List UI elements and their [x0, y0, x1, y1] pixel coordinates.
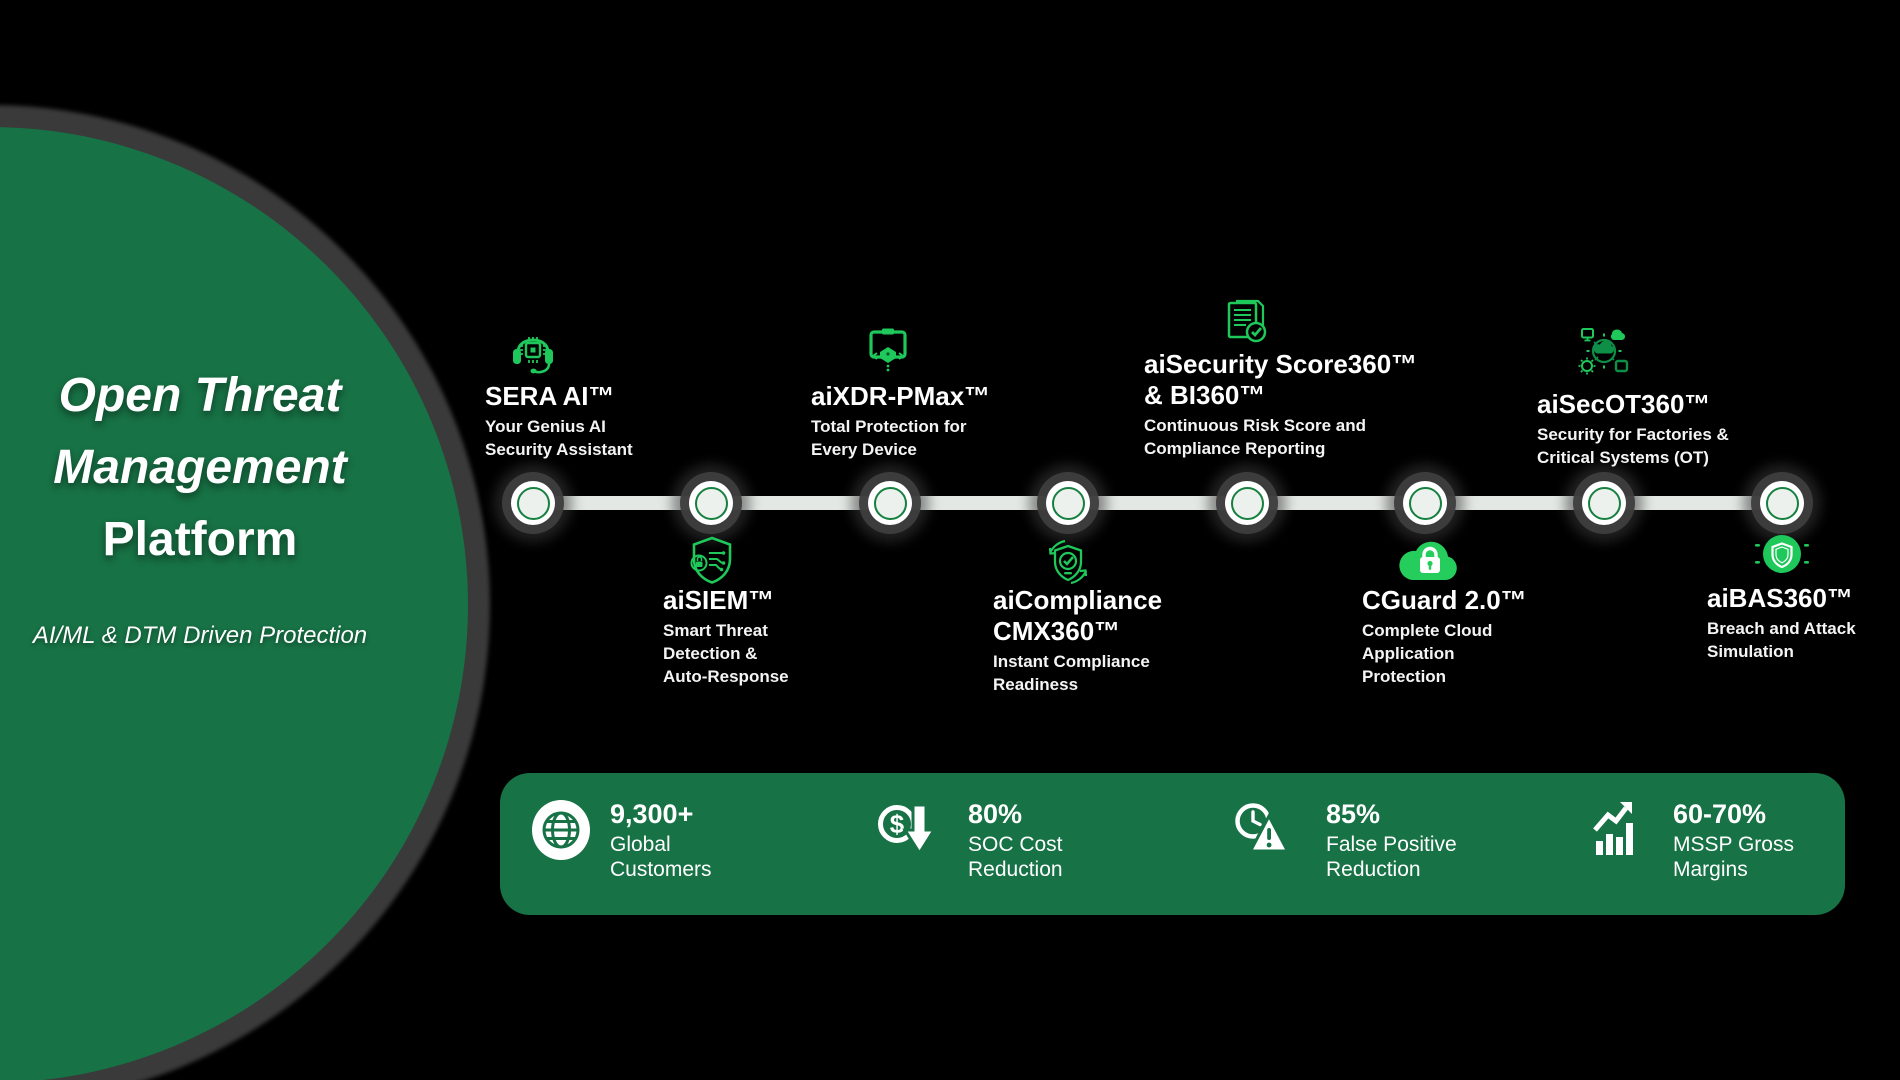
stat-global-customers: 9,300+ Global Customers	[610, 799, 712, 882]
product-title: aiSecurity Score360™	[1144, 349, 1418, 379]
product-aixdr-pmax: aiXDR-PMax™ Total Protection for Every D…	[811, 381, 990, 461]
desc-line: Compliance Reporting	[1144, 439, 1326, 458]
desc-line: Complete Cloud	[1362, 621, 1493, 640]
timeline-node	[1760, 481, 1804, 525]
timeline-node	[511, 481, 555, 525]
product-title: SERA AI™	[485, 381, 615, 411]
dollar-decrease-icon: $	[876, 800, 937, 863]
desc-line: Instant Compliance	[993, 652, 1150, 671]
stat-label: False Positive	[1326, 833, 1457, 856]
product-title: aiCompliance	[993, 585, 1163, 615]
desc-line: Smart Threat	[663, 621, 768, 640]
product-desc: Security for Factories & Critical System…	[1537, 423, 1729, 469]
stat-soc-cost-reduction: 80% SOC Cost Reduction	[968, 799, 1063, 882]
ot-network-icon	[1578, 324, 1630, 381]
stat-mssp-gross-margins: 60-70% MSSP Gross Margins	[1673, 799, 1794, 882]
product-aisecot360: aiSecOT360™ Security for Factories & Cri…	[1537, 389, 1729, 469]
stat-label: Global	[610, 833, 671, 856]
product-desc: Complete Cloud Application Protection	[1362, 619, 1527, 688]
timeline-node	[1582, 481, 1626, 525]
product-desc: Total Protection for Every Device	[811, 415, 990, 461]
desc-line: Breach and Attack	[1707, 619, 1856, 638]
device-lock-icon	[864, 327, 912, 378]
page-title: Open Threat Management Platform	[0, 360, 400, 576]
product-title: aiBAS360™	[1707, 583, 1853, 613]
product-aisecurity-score360-bi360: aiSecurity Score360™ & BI360™ Continuous…	[1144, 349, 1417, 460]
globe-icon	[530, 799, 592, 866]
product-desc: Your Genius AI Security Assistant	[485, 415, 633, 461]
product-title: aiSecOT360™	[1537, 389, 1711, 419]
timeline-node	[1225, 481, 1269, 525]
product-aisiem: aiSIEM™ Smart Threat Detection & Auto-Re…	[663, 585, 789, 688]
product-desc: Instant Compliance Readiness	[993, 650, 1162, 696]
svg-text:$: $	[890, 809, 905, 839]
product-title: aiSIEM™	[663, 585, 775, 615]
title-line: Open Threat	[58, 369, 342, 422]
timeline-node	[1046, 481, 1090, 525]
page-subtitle: AI/ML & DTM Driven Protection	[32, 622, 368, 649]
desc-line: Simulation	[1707, 642, 1794, 661]
clock-alert-icon	[1233, 801, 1291, 862]
product-sera-ai: SERA AI™ Your Genius AI Security Assista…	[485, 381, 633, 461]
cloud-lock-icon	[1398, 538, 1462, 587]
desc-line: Security for Factories &	[1537, 425, 1729, 444]
timeline-node	[689, 481, 733, 525]
product-desc: Smart Threat Detection & Auto-Response	[663, 619, 789, 688]
product-aicompliance-cmx360: aiCompliance CMX360™ Instant Compliance …	[993, 585, 1162, 696]
stat-label: SOC Cost	[968, 833, 1063, 856]
stat-label: MSSP Gross	[1673, 833, 1794, 856]
product-cguard-2-0: CGuard 2.0™ Complete Cloud Application P…	[1362, 585, 1527, 688]
stat-value: 60-70%	[1673, 799, 1767, 829]
product-desc: Breach and Attack Simulation	[1707, 617, 1856, 663]
product-title: CGuard 2.0™	[1362, 585, 1527, 615]
timeline-node	[868, 481, 912, 525]
stat-label: Customers	[610, 858, 712, 881]
desc-line: Auto-Response	[663, 667, 789, 686]
product-desc: Continuous Risk Score and Compliance Rep…	[1144, 414, 1417, 460]
desc-line: Protection	[1362, 667, 1447, 686]
stat-value: 85%	[1326, 799, 1381, 829]
desc-line: Critical Systems (OT)	[1537, 448, 1709, 467]
stat-value: 9,300+	[610, 799, 694, 829]
shield-badge-icon	[1754, 532, 1810, 583]
product-title: aiXDR-PMax™	[811, 381, 991, 411]
desc-line: Total Protection for	[811, 417, 967, 436]
title-line: Platform	[102, 513, 298, 566]
stat-label: Reduction	[968, 858, 1063, 881]
timeline-node	[1403, 481, 1447, 525]
product-title: & BI360™	[1144, 380, 1266, 410]
timeline-line	[533, 496, 1782, 510]
shield-check-cycle-icon	[1043, 537, 1093, 592]
stat-value: 80%	[968, 799, 1023, 829]
headset-chip-icon	[509, 325, 557, 382]
desc-line: Security Assistant	[485, 440, 633, 459]
stat-label: Reduction	[1326, 858, 1421, 881]
product-aibas360: aiBAS360™ Breach and Attack Simulation	[1707, 583, 1856, 663]
desc-line: Continuous Risk Score and	[1144, 416, 1366, 435]
desc-line: Every Device	[811, 440, 917, 459]
desc-line: Your Genius AI	[485, 417, 606, 436]
hero-circle	[0, 127, 468, 1080]
bar-chart-growth-icon	[1592, 801, 1648, 862]
shield-circuit-icon	[687, 535, 735, 590]
desc-line: Readiness	[993, 675, 1079, 694]
product-title: CMX360™	[993, 616, 1121, 646]
stat-label: Margins	[1673, 858, 1748, 881]
desc-line: Detection &	[663, 644, 758, 663]
title-line: Management	[53, 441, 347, 494]
stat-false-positive-reduction: 85% False Positive Reduction	[1326, 799, 1457, 882]
desc-line: Application	[1362, 644, 1455, 663]
report-check-icon	[1222, 295, 1270, 350]
